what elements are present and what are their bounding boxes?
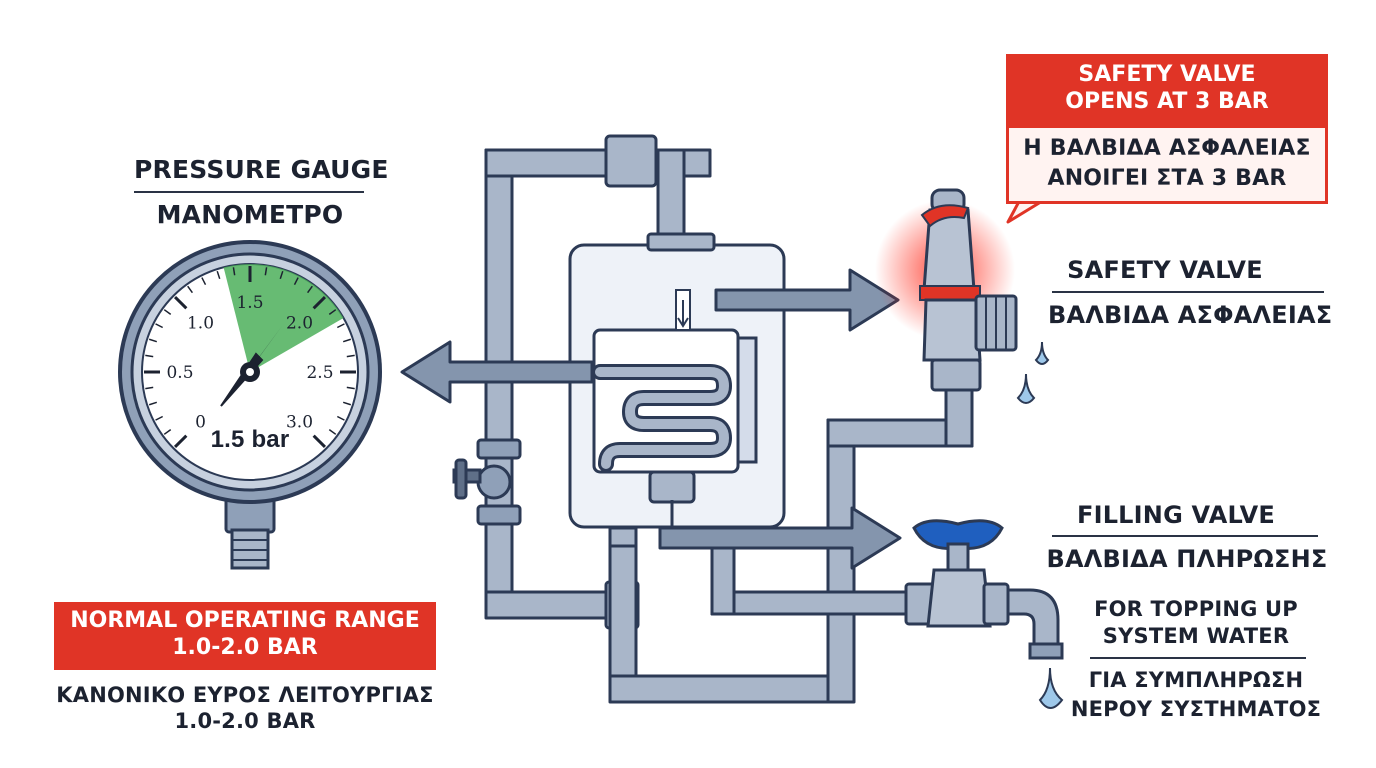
filling-valve [904,519,1064,709]
isolation-valve [452,438,522,526]
gauge-tick [173,434,188,449]
filling-valve-divider [1052,535,1318,537]
pipe-network [484,134,974,704]
safety-callout-line2: OPENS AT 3 BAR [1065,89,1269,114]
gauge-title-en: PRESSURE GAUGE [134,155,389,184]
filling-valve-desc-en-1: FOR TOPPING UP [1094,597,1298,621]
filling-valve-desc-gr-1: ΓΙΑ ΣΥΜΠΛΗΡΩΣΗ [1088,668,1304,692]
gauge-tick [293,277,299,286]
arrow-to-safety-valve [714,268,900,332]
normal-range-gr-line2: 1.0-2.0 BAR [174,709,316,733]
safety-callout-gr-line2: ΑΝΟΙΓΕΙ ΣΤΑ 3 BAR [1047,166,1287,191]
filling-valve-desc-gr-2: ΝΕΡΟΥ ΣΥΣΤΗΜΑΤΟΣ [1070,697,1322,721]
gauge-tick [173,295,188,310]
arrow-to-filling-valve [658,506,902,570]
filling-valve-desc-divider [1090,657,1306,659]
gauge-reading: 1.5 bar [210,426,290,453]
gauge-tick [216,270,221,280]
gauge-tick [148,401,158,406]
pressure-gauge: 0 0.5 1.0 1.5 2.0 2.5 3.0 [118,240,382,570]
gauge-scale-label: 0 [195,412,206,432]
filling-valve-title-gr: ΒΑΛΒΙΔΑ ΠΛΗΡΩΣΗΣ [1046,545,1328,573]
safety-callout-line1: SAFETY VALVE [1078,62,1256,87]
safety-valve [875,188,1050,404]
gauge-tick [279,270,284,280]
arrow-to-gauge [400,340,594,404]
gauge-tick [342,338,352,343]
gauge-tick [336,415,345,421]
safety-valve-title-en: SAFETY VALVE [1067,256,1263,284]
normal-range-gr-line1: ΚΑΝΟΝΙΚΟ ΕΥΡΟΣ ΛΕΙΤΟΥΡΓΙΑΣ [56,683,434,707]
gauge-tick [145,386,154,390]
gauge-tick [155,323,164,329]
gauge-tick [346,386,355,390]
safety-callout-header: SAFETY VALVE OPENS AT 3 BAR [1006,54,1328,128]
gauge-scale-label: 1.5 [236,293,263,313]
normal-range-box: NORMAL OPERATING RANGE 1.0-2.0 BAR [54,602,436,670]
gauge-tick [336,323,345,329]
gauge-title-divider [134,191,364,193]
water-drop-icon [1038,667,1064,709]
gauge-tick [264,267,268,276]
filling-valve-desc-en-2: SYSTEM WATER [1102,624,1290,648]
gauge-tick [148,338,158,343]
gauge-scale-label: 3.0 [286,412,313,432]
gauge-tick [232,267,236,276]
safety-valve-divider [1052,291,1324,293]
filling-valve-title-en: FILLING VALVE [1076,501,1276,529]
gauge-tick [163,428,172,435]
gauge-scale-labels: 0 0.5 1.0 1.5 2.0 2.5 3.0 [166,293,333,432]
gauge-scale-label: 2.5 [306,363,333,383]
gauge-scale-label: 0.5 [166,363,193,383]
safety-callout-gr-line1: Η ΒΑΛΒΙΔΑ ΑΣΦΑΛΕΙΑΣ [1023,136,1311,161]
gauge-tick [145,354,154,358]
gauge-tick [187,285,194,294]
gauge-scale-label: 2.0 [286,314,313,334]
gauge-tick [306,285,313,294]
gauge-tick [155,415,164,421]
gauge-tick [312,295,327,310]
gauge-tick [201,277,207,286]
gauge-tick [328,428,337,435]
gauge-title-gr: ΜΑΝΟΜΕΤΡΟ [156,200,344,229]
water-drop-icon [1016,373,1036,404]
safety-valve-title-gr: ΒΑΛΒΙΔΑ ΑΣΦΑΛΕΙΑΣ [1048,301,1333,329]
gauge-tick [163,309,172,316]
flow-arrows [400,268,902,570]
boiler-unit [568,232,786,548]
normal-range-line1: NORMAL OPERATING RANGE [70,608,420,633]
gauge-tick [342,401,352,406]
gauge-tick [312,434,327,449]
gauge-tick [328,309,337,316]
gauge-tick [346,354,355,358]
gauge-ticks [144,266,356,449]
gauge-scale-label: 1.0 [187,314,214,334]
normal-range-line2: 1.0-2.0 BAR [172,635,318,660]
